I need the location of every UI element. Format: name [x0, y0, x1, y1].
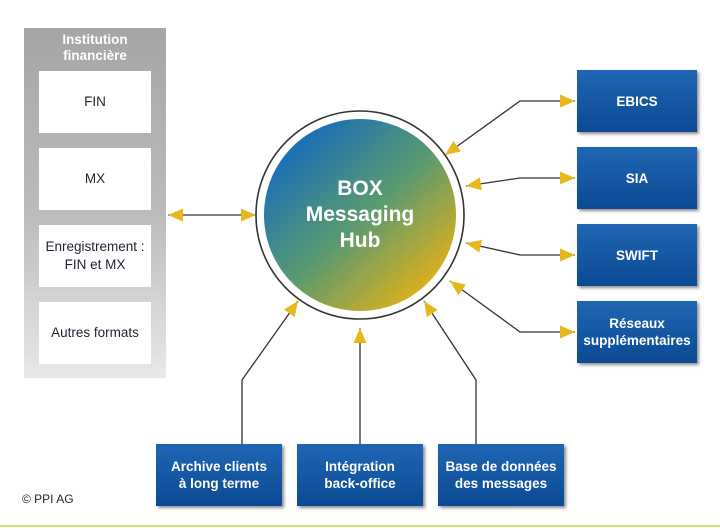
connector-base-hub	[423, 300, 477, 444]
connector-hub-sia	[465, 177, 575, 187]
hub-label: BOX Messaging Hub	[265, 176, 455, 254]
institution-title: Institution financière	[24, 32, 166, 64]
arrow-head-hub-ebics	[445, 140, 461, 155]
arrow-head-base	[424, 301, 438, 318]
institution-title-line2: financière	[63, 48, 127, 63]
network-label: Réseaux	[609, 316, 665, 331]
network-label: SWIFT	[616, 247, 658, 263]
hub-label-line2: Messaging	[305, 203, 415, 226]
network-box-swift[interactable]: SWIFT	[577, 224, 697, 286]
format-label: Enregistrement :	[45, 239, 145, 254]
arrow-head-hub-left	[241, 208, 256, 222]
system-label-line2: à long terme	[178, 476, 260, 491]
arrow-head-reseaux	[560, 325, 575, 339]
arrow-head-integration	[353, 328, 367, 343]
arrow-head-ebics	[560, 94, 575, 108]
network-box-sia[interactable]: SIA	[577, 147, 697, 209]
system-label: Base de données	[445, 459, 557, 474]
arrow-head-hub-reseaux	[450, 281, 466, 296]
arrow-head-institution	[168, 208, 183, 222]
system-box-archive[interactable]: Archive clients à long terme	[156, 444, 282, 506]
system-box-integration[interactable]: Intégration back-office	[297, 444, 423, 506]
format-box-mx[interactable]: MX	[39, 148, 151, 210]
arrow-head-sia	[560, 171, 575, 185]
connector-archive-hub	[241, 300, 299, 444]
format-box-enregistrement[interactable]: Enregistrement : FIN et MX	[39, 225, 151, 287]
network-label: SIA	[625, 170, 649, 186]
system-label-line2: des messages	[454, 476, 548, 491]
copyright-text: © PPI AG	[22, 492, 74, 506]
format-label: Autres formats	[51, 325, 139, 340]
connectors	[168, 94, 575, 444]
system-box-base[interactable]: Base de données des messages	[438, 444, 564, 506]
system-label: Archive clients	[170, 459, 268, 474]
connector-hub-reseaux	[449, 280, 575, 333]
arrow-head-swift	[560, 248, 575, 262]
format-label: FIN	[84, 94, 106, 109]
connector-hub-swift	[465, 242, 575, 256]
format-box-autres[interactable]: Autres formats	[39, 302, 151, 364]
institution-title-line1: Institution	[62, 32, 128, 47]
system-label: Intégration	[325, 459, 395, 474]
format-label: MX	[84, 171, 106, 186]
hub-label-line3: Hub	[339, 229, 381, 252]
institution-panel: Institution financière FIN MX Enregistre…	[24, 28, 166, 378]
network-label-line2: supplémentaires	[583, 333, 691, 348]
network-box-ebics[interactable]: EBICS	[577, 70, 697, 132]
format-box-fin[interactable]: FIN	[39, 71, 151, 133]
network-box-reseaux[interactable]: Réseaux supplémentaires	[577, 301, 697, 363]
network-label: EBICS	[616, 93, 658, 109]
arrow-head-archive	[284, 301, 298, 317]
system-label-line2: back-office	[324, 476, 396, 491]
format-label-line2: FIN et MX	[64, 257, 126, 272]
hub-label-line1: BOX	[337, 177, 383, 200]
arrow-head-hub-sia	[466, 177, 482, 191]
arrow-head-hub-swift	[466, 239, 483, 253]
bottom-rule	[0, 525, 720, 527]
hub-circle	[264, 119, 456, 311]
connector-hub-ebics	[444, 100, 575, 156]
